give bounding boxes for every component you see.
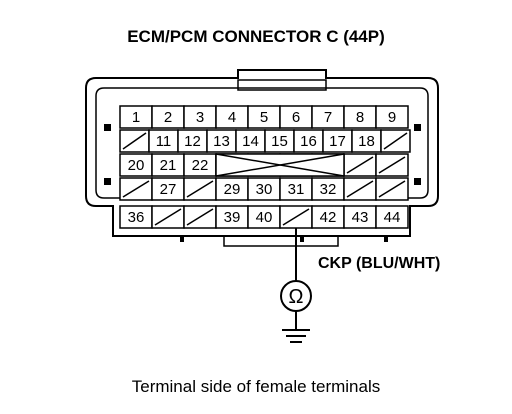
pin-number: 7 [324, 109, 332, 126]
pin-number: 14 [242, 133, 259, 150]
pin-number: 4 [228, 109, 236, 126]
pin-number: 17 [329, 133, 346, 150]
empty-pin-slash [186, 208, 214, 226]
pin-number: 16 [300, 133, 317, 150]
pin-number: 6 [292, 109, 300, 126]
ckp-wire-label: CKP (BLU/WHT) [318, 255, 440, 272]
pin-number: 1 [132, 109, 140, 126]
pin-number: 12 [184, 133, 201, 150]
pin-number: 2 [164, 109, 172, 126]
empty-pin-slash [378, 180, 406, 198]
pin-number: 15 [271, 133, 288, 150]
empty-pin-slash [383, 132, 408, 150]
pin-number: 13 [213, 133, 230, 150]
pin-number: 3 [196, 109, 204, 126]
pin-number: 18 [358, 133, 375, 150]
pin-number: 11 [156, 133, 172, 150]
pin-number: 44 [384, 209, 401, 226]
empty-pin-slash [154, 208, 182, 226]
pin-number: 43 [352, 209, 369, 226]
pin-cell [375, 205, 409, 229]
connector-housing [85, 69, 439, 247]
pin-number: 31 [288, 181, 305, 198]
empty-pin-slash [122, 132, 147, 150]
diagram-caption: Terminal side of female terminals [132, 377, 380, 396]
pin-number: 40 [256, 209, 273, 226]
pin-number: 8 [356, 109, 364, 126]
empty-pin-slash [282, 208, 310, 226]
empty-pin-slash [186, 180, 214, 198]
pin-number: 9 [388, 109, 396, 126]
empty-pin-slash [378, 156, 406, 174]
empty-pin-slash [122, 180, 150, 198]
ground-icon [282, 311, 310, 343]
pin-number: 21 [160, 157, 177, 174]
pin-cell [375, 105, 409, 129]
empty-pin-slash [346, 180, 374, 198]
pin-number: 30 [256, 181, 273, 198]
pin-number: 5 [260, 109, 268, 126]
pin-number: 29 [224, 181, 241, 198]
ohmmeter-icon: Ω [280, 280, 312, 312]
pin-number: 20 [128, 157, 145, 174]
pin-number: 32 [320, 181, 337, 198]
ohm-symbol: Ω [289, 286, 304, 308]
pin-number: 22 [192, 157, 209, 174]
pin-number: 39 [224, 209, 241, 226]
empty-pin-slash [346, 156, 374, 174]
diagram-title: ECM/PCM CONNECTOR C (44P) [127, 27, 385, 46]
blanked-cavity-cross [215, 153, 345, 177]
pin-number: 36 [128, 209, 145, 226]
pin-number: 27 [160, 181, 177, 198]
pin-number: 42 [320, 209, 337, 226]
